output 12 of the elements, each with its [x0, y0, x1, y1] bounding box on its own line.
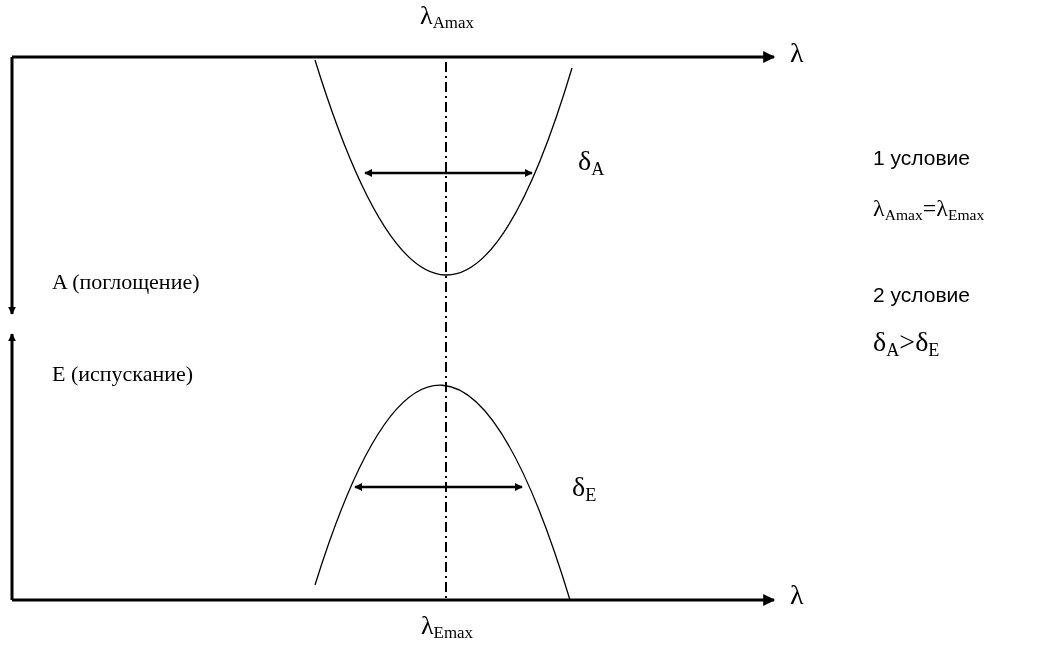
axis-label: λ [790, 580, 804, 611]
condition-formula: δ$_{A}$>δ$_{E}$ [873, 327, 940, 358]
condition-formula: λ$_{Amax}$=λ$_{Emax}$ [873, 195, 985, 222]
axis-label: λ$_{Amax}$ [420, 2, 474, 31]
condition-heading: 1 условие [873, 146, 970, 170]
axis-label: λ [790, 38, 804, 69]
condition-heading: 2 условие [873, 283, 970, 307]
width-label: δ$_{E}$ [572, 472, 597, 503]
axis-label: E (испускание) [52, 362, 194, 387]
width-label: δ$_{A}$ [578, 146, 605, 177]
axis-label: A (поглощение) [52, 270, 200, 295]
axis-label: λ$_{Emax}$ [421, 612, 473, 641]
